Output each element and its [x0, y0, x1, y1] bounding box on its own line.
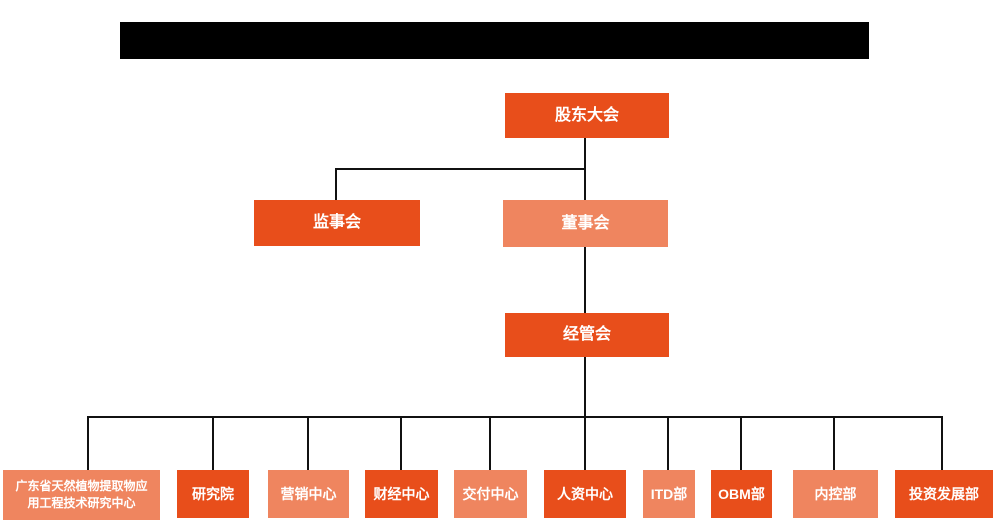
redacted-title-bar: [120, 22, 869, 59]
connector-drop-marketing-center: [307, 416, 309, 470]
connector-bus-horizontal: [87, 416, 943, 418]
node-shareholders-meeting: 股东大会: [505, 93, 669, 138]
connector-drop-investment-development-department: [941, 416, 943, 470]
connector-drop-supervisory-board: [335, 168, 337, 200]
connector-drop-guangdong-research-center: [87, 416, 89, 470]
node-management-committee: 经管会: [505, 313, 669, 357]
node-obm-department: OBM部: [711, 470, 772, 518]
connector-board-to-management: [584, 247, 586, 313]
connector-drop-delivery-center: [489, 416, 491, 470]
connector-drop-internal-control-department: [833, 416, 835, 470]
node-hr-center: 人资中心: [544, 470, 626, 518]
node-marketing-center: 营销中心: [268, 470, 349, 518]
node-supervisory-board: 监事会: [254, 200, 420, 246]
node-delivery-center: 交付中心: [454, 470, 527, 518]
node-investment-development-department: 投资发展部: [895, 470, 993, 518]
connector-management-to-bus: [584, 357, 586, 470]
connector-drop-finance-center: [400, 416, 402, 470]
connector-drop-research-institute: [212, 416, 214, 470]
node-research-institute: 研究院: [177, 470, 249, 518]
node-guangdong-research-center: 广东省天然植物提取物应用工程技术研究中心: [3, 470, 160, 520]
node-finance-center: 财经中心: [365, 470, 438, 518]
connector-drop-obm-department: [740, 416, 742, 470]
connector-branch-horizontal: [335, 168, 586, 170]
node-internal-control-department: 内控部: [793, 470, 878, 518]
node-board-of-directors: 董事会: [503, 200, 668, 247]
node-itd-department: ITD部: [643, 470, 695, 518]
connector-drop-itd-department: [667, 416, 669, 470]
